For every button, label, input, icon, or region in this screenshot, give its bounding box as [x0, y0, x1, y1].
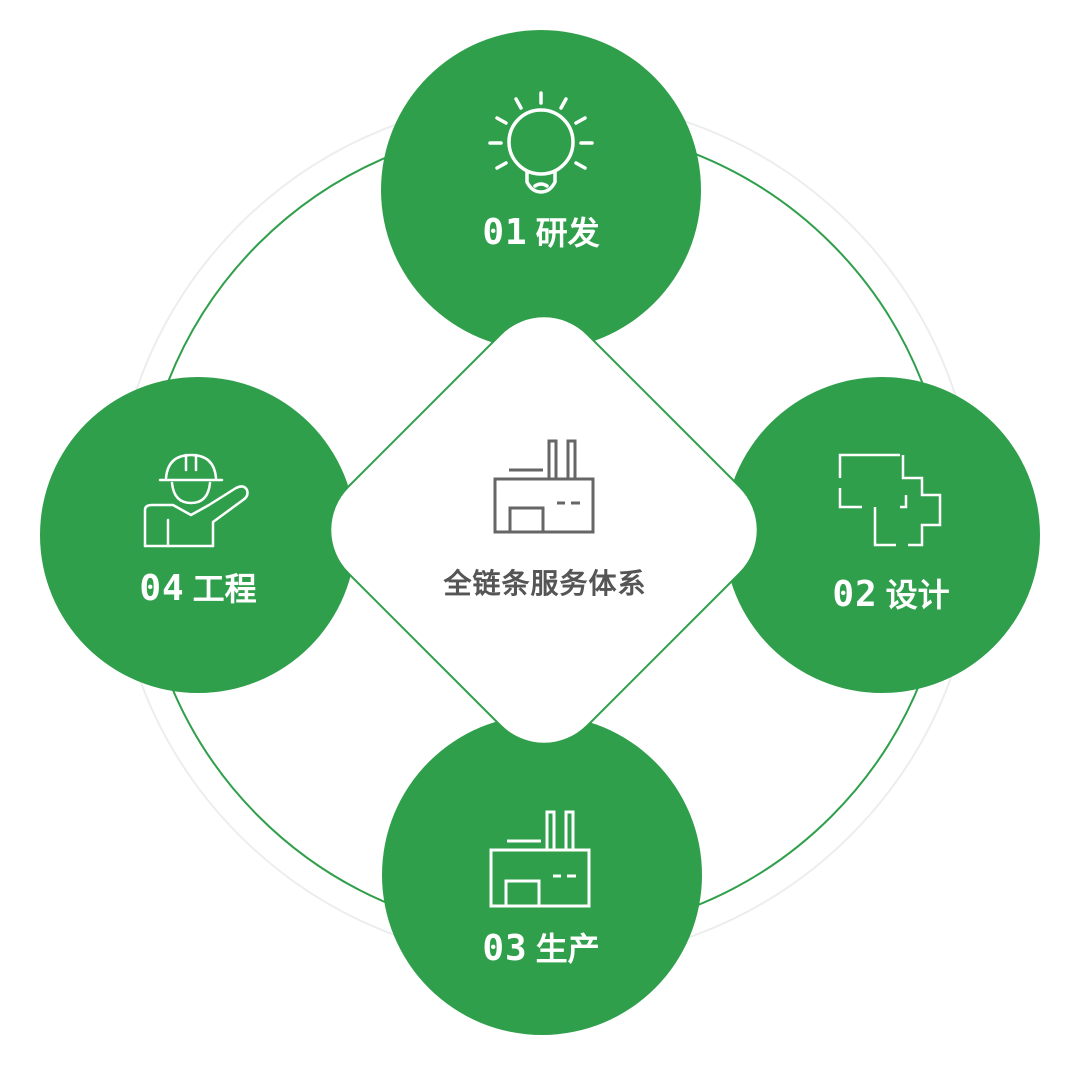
node-label-research: 01 研发	[482, 208, 599, 254]
center-title: 全链条服务体系	[443, 567, 647, 600]
node-label-design: 02 设计	[832, 570, 949, 616]
node-title: 研发	[535, 214, 600, 252]
node-title: 工程	[192, 570, 257, 608]
node-label-production: 03 生产	[482, 924, 599, 970]
node-number: 04	[139, 568, 185, 609]
worker-icon	[143, 453, 249, 548]
node-circle-engineering	[40, 377, 356, 693]
node-label-engineering: 04 工程	[139, 564, 256, 610]
node-number: 03	[482, 928, 528, 969]
center-factory-icon	[493, 439, 595, 534]
node-circle-production	[382, 715, 702, 1035]
node-circle-research	[381, 30, 701, 350]
node-number: 02	[832, 574, 878, 615]
node-title: 设计	[885, 576, 950, 614]
node-title: 生产	[535, 930, 600, 968]
lightbulb-icon	[488, 91, 594, 194]
node-number: 01	[482, 212, 528, 253]
node-circle-design	[724, 377, 1040, 693]
production-factory-icon	[489, 810, 591, 908]
floor-plan-icon	[838, 453, 942, 547]
